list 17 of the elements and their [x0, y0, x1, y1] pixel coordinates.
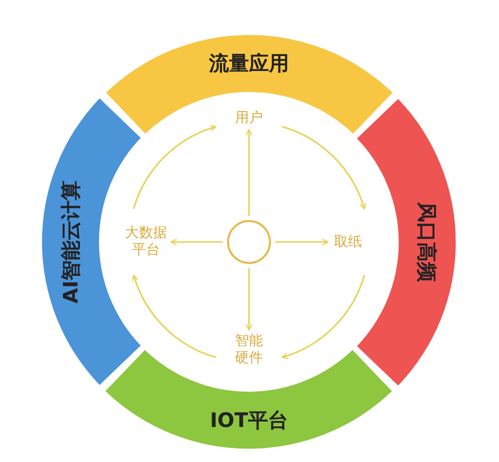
segment-label: 风口高频 — [417, 202, 438, 282]
arrow — [246, 268, 252, 331]
center-circle — [227, 220, 271, 264]
arrow — [282, 126, 366, 210]
inner-label: 智能硬件 — [234, 333, 264, 367]
segment-label: 流量应用 — [208, 53, 289, 74]
arrow — [170, 238, 223, 246]
segment-label: AI智能云计算 — [60, 180, 80, 304]
segment-label: IOT平台 — [210, 410, 288, 430]
arrow — [132, 125, 216, 210]
arrow — [132, 274, 216, 358]
arrow — [246, 128, 252, 216]
inner-label: 用户 — [232, 110, 266, 126]
arrow — [275, 238, 329, 246]
inner-label: 取纸 — [331, 234, 365, 250]
arrow — [282, 274, 366, 359]
inner-label: 大数据平台 — [124, 225, 168, 259]
